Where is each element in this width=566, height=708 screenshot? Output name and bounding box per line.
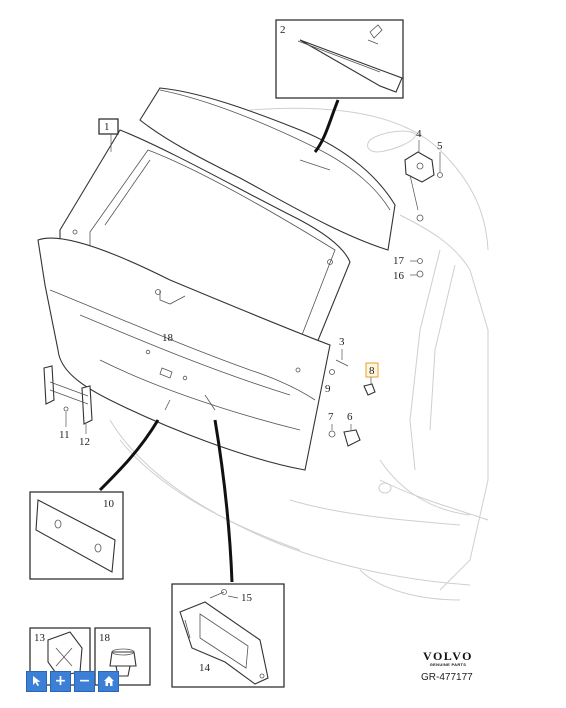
part-8 bbox=[363, 383, 376, 396]
inset-part-10: 10 bbox=[29, 491, 124, 580]
home-button[interactable] bbox=[98, 671, 119, 692]
callout-15: 15 bbox=[241, 592, 253, 604]
tailgate-assembly bbox=[37, 87, 396, 471]
cursor-icon bbox=[32, 676, 40, 686]
part-7 bbox=[328, 430, 336, 438]
zoom-toolbar: + − bbox=[26, 671, 119, 692]
callout-12: 12 bbox=[79, 436, 90, 448]
hinge-part-4 bbox=[404, 140, 443, 222]
callout-18-inset: 18 bbox=[99, 632, 111, 644]
leader-14 bbox=[213, 419, 234, 583]
callout-14: 14 bbox=[199, 662, 211, 674]
callout-16: 16 bbox=[393, 270, 405, 282]
part-6 bbox=[343, 429, 361, 447]
callout-box-8-highlight[interactable] bbox=[365, 362, 379, 378]
diagram-reference: GR-477177 bbox=[421, 672, 473, 683]
callout-18-main: 18 bbox=[162, 332, 174, 344]
zoom-out-button[interactable]: − bbox=[74, 671, 95, 692]
brand-logo: VOLVO GENUINE PARTS bbox=[418, 650, 478, 668]
callout-7: 7 bbox=[328, 411, 334, 423]
callout-5: 5 bbox=[437, 140, 443, 152]
car-body-outline bbox=[109, 107, 489, 601]
part-16 bbox=[416, 270, 424, 278]
callout-10: 10 bbox=[103, 498, 115, 510]
callout-3: 3 bbox=[339, 336, 345, 348]
zoom-in-button[interactable]: + bbox=[50, 671, 71, 692]
callout-1: 1 bbox=[104, 121, 110, 133]
brand-subtitle: GENUINE PARTS bbox=[429, 662, 467, 667]
part-17 bbox=[417, 258, 423, 264]
callout-13: 13 bbox=[34, 632, 46, 644]
home-icon bbox=[103, 676, 114, 686]
brand-name: VOLVO bbox=[423, 649, 473, 663]
inset-part-14 bbox=[171, 583, 285, 688]
callout-17: 17 bbox=[393, 255, 405, 267]
part-9 bbox=[329, 369, 335, 375]
leader-2 bbox=[313, 99, 340, 153]
callout-box-1 bbox=[98, 118, 119, 135]
part-3 bbox=[335, 359, 349, 367]
callout-11: 11 bbox=[59, 429, 70, 441]
pointer-tool-button[interactable] bbox=[26, 671, 47, 692]
callout-8[interactable]: 8 bbox=[369, 365, 375, 377]
inset-part-2: 2 bbox=[275, 19, 404, 99]
callout-6: 6 bbox=[347, 411, 353, 423]
callout-2: 2 bbox=[280, 24, 286, 36]
callout-9: 9 bbox=[325, 383, 331, 395]
leader-10 bbox=[98, 419, 160, 492]
callout-4: 4 bbox=[416, 128, 422, 140]
bracket-part-12 bbox=[43, 365, 93, 434]
